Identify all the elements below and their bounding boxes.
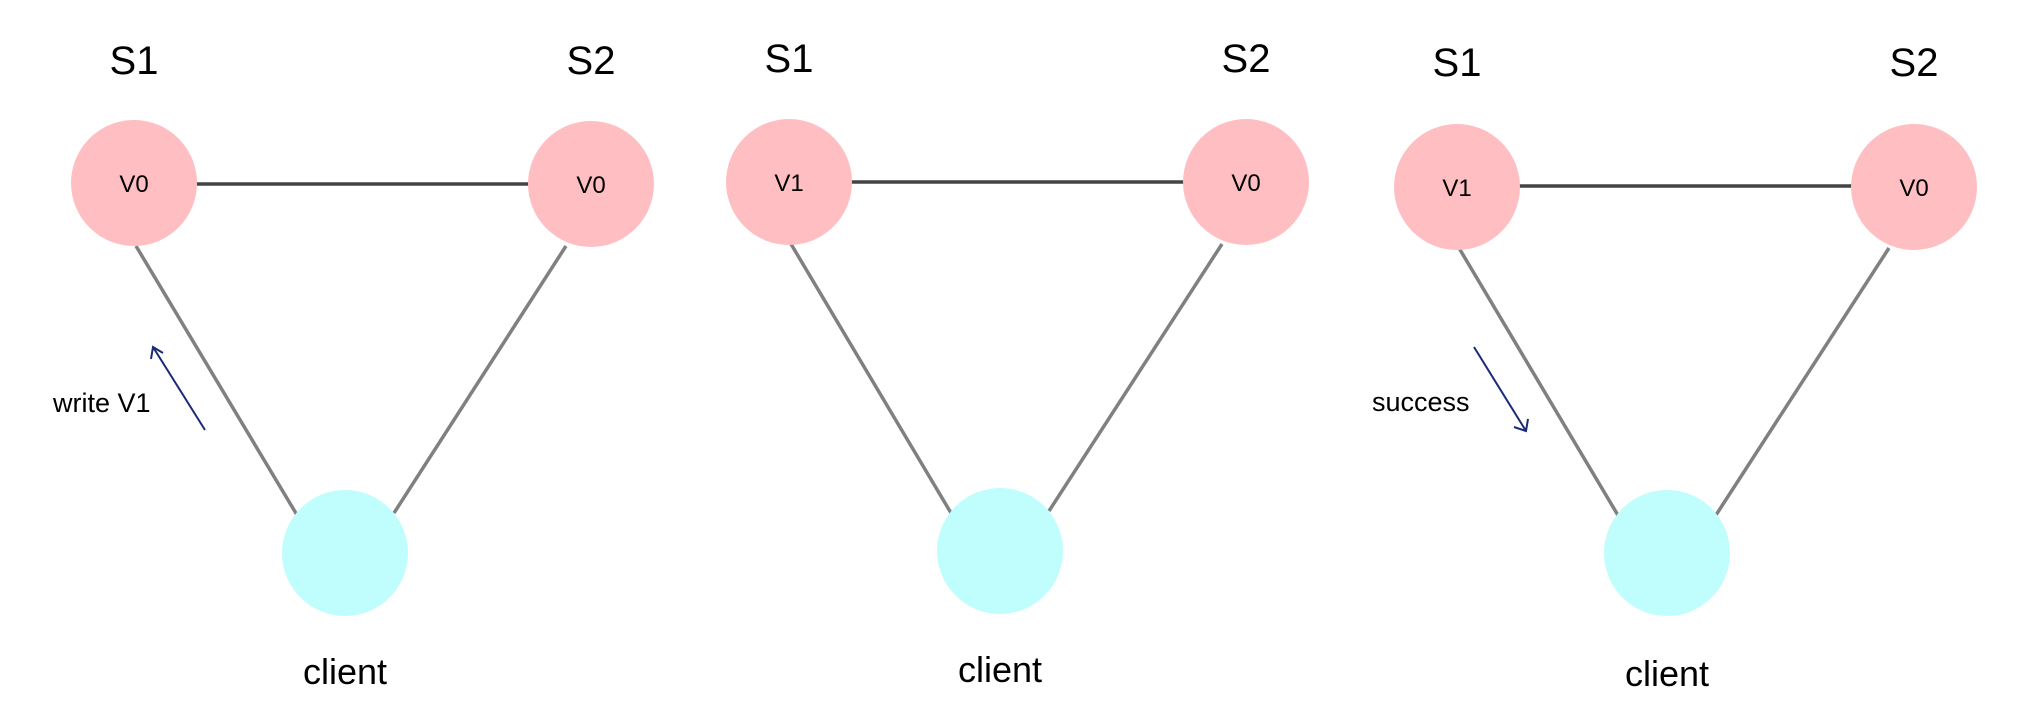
- server-node-s1: [71, 120, 197, 246]
- server-label-s2: S2: [567, 39, 616, 83]
- server-label-s1: S1: [1433, 41, 1482, 85]
- version-label-s1: V1: [1442, 175, 1471, 202]
- client-label: client: [1625, 653, 1709, 694]
- client-node: [1604, 490, 1730, 616]
- server-node-s1: [1394, 124, 1520, 250]
- server-node-s2: [1183, 119, 1309, 245]
- arrow-down-icon: [1473, 346, 1529, 433]
- panel-2: S1 S2 V1 V0 client: [726, 37, 1309, 690]
- version-label-s2: V0: [1899, 175, 1928, 202]
- edge-s2-client: [1714, 247, 1891, 516]
- annotation-write: write V1: [52, 388, 151, 418]
- version-label-s1: V0: [119, 171, 148, 198]
- edge-s2-client: [392, 245, 568, 514]
- version-label-s2: V0: [1231, 170, 1260, 197]
- edge-s1-client: [134, 245, 299, 516]
- server-label-s2: S2: [1222, 37, 1271, 81]
- server-node-s2: [528, 121, 654, 247]
- client-label: client: [303, 651, 387, 692]
- version-label-s2: V0: [576, 172, 605, 199]
- edge-s2-client: [1047, 243, 1224, 512]
- server-label-s1: S1: [110, 39, 159, 83]
- arrow-up-icon: [150, 345, 206, 431]
- panel-1: S1 S2 V0 V0 client write V1: [52, 39, 654, 692]
- server-label-s1: S1: [765, 37, 814, 81]
- annotation-success: success: [1372, 387, 1470, 417]
- server-node-s2: [1851, 124, 1977, 250]
- edge-s1-client: [789, 243, 953, 514]
- client-node: [937, 488, 1063, 614]
- client-node: [282, 490, 408, 616]
- panel-3: S1 S2 V1 V0 client success: [1372, 41, 1977, 694]
- server-label-s2: S2: [1890, 41, 1939, 85]
- client-label: client: [958, 649, 1042, 690]
- server-node-s1: [726, 119, 852, 245]
- version-label-s1: V1: [774, 170, 803, 197]
- edge-s1-client: [1457, 247, 1621, 518]
